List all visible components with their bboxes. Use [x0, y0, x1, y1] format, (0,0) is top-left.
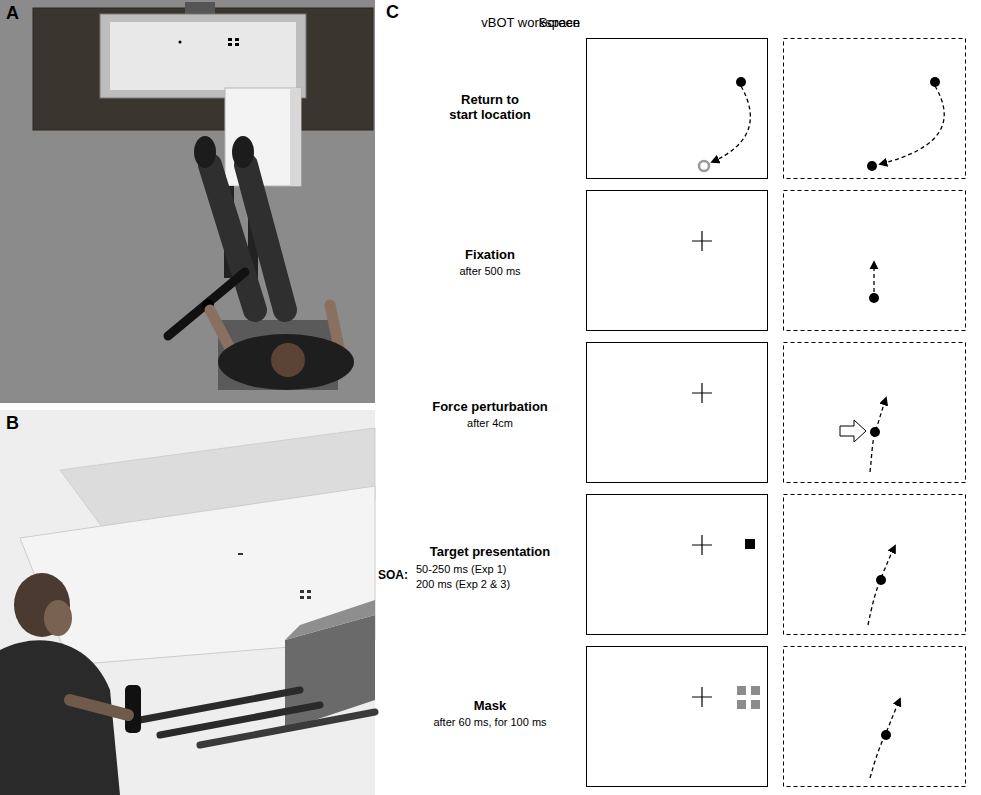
fixation-cross	[692, 231, 712, 707]
workspace-frames	[784, 495, 966, 635]
panel-b-illustration	[160, 705, 320, 735]
hand-cursor	[736, 77, 746, 87]
mask-squares	[737, 700, 746, 709]
panel-b-illustration	[300, 596, 304, 599]
step-timing: after 60 ms, for 100 ms	[433, 716, 546, 729]
panel-b-illustration	[70, 700, 128, 715]
panel-a-illustration	[168, 272, 245, 336]
step-name: Mask	[474, 699, 507, 714]
panel-a-illustration	[33, 8, 373, 130]
panel-b-illustration	[200, 712, 375, 745]
workspace-frames	[784, 191, 966, 331]
hand-position	[881, 730, 891, 740]
panel-a-illustration	[235, 43, 239, 46]
movement-path	[868, 546, 895, 625]
panel-a-illustration	[228, 43, 232, 46]
step-timing: 50-250 ms (Exp 1)	[416, 563, 506, 576]
panel-a-illustration	[0, 0, 375, 403]
panel-letter: A	[6, 3, 19, 24]
start-ring	[699, 161, 709, 171]
panel-b-illustration	[300, 590, 304, 593]
soa-label: SOA:	[378, 569, 408, 583]
panel-b-illustration	[0, 640, 120, 795]
step-name: Force perturbation	[432, 400, 548, 415]
fixation-cross	[692, 383, 712, 403]
screen-frames	[587, 647, 768, 787]
panel-a-illustration	[235, 38, 239, 41]
panel-a-illustration	[271, 343, 305, 377]
fixation-cross	[692, 231, 712, 251]
panel-a-illustration	[210, 310, 232, 352]
panel-a-illustration	[110, 22, 296, 90]
movement-path	[870, 398, 886, 472]
screen-frames	[587, 39, 768, 787]
step-name: Return to start location	[447, 93, 533, 123]
screen-frames	[587, 191, 768, 331]
step-name: Target presentation	[430, 545, 550, 560]
hand-position	[930, 77, 940, 87]
hand-position	[867, 161, 877, 171]
panel-b-illustration	[44, 600, 72, 636]
hand-position	[876, 575, 886, 585]
panel-b-illustration	[307, 596, 311, 599]
fixation-cross	[692, 687, 712, 707]
return-trajectory	[712, 86, 750, 162]
workspace-frames	[784, 647, 966, 787]
panel-b-illustration	[238, 553, 243, 555]
panel-b-illustration	[285, 600, 375, 640]
mask-squares	[751, 686, 760, 695]
panel-b-illustration	[0, 410, 375, 795]
step-name: Fixation	[465, 248, 515, 263]
panel-a-illustration	[232, 136, 254, 168]
panel-a-illustration	[246, 165, 285, 310]
panel-a-illustration	[179, 41, 182, 44]
panel-a-illustration	[290, 88, 301, 186]
movement-path	[873, 262, 874, 292]
hand-position	[870, 427, 880, 437]
workspace-frames	[784, 39, 966, 179]
force-arrow	[840, 420, 866, 442]
workspace-frames	[784, 343, 966, 483]
mask-squares	[751, 700, 760, 709]
fixation-cross	[692, 535, 712, 555]
panel-a-illustration	[0, 0, 375, 403]
workspace-frames	[784, 39, 966, 787]
panel-a-illustration	[218, 334, 354, 390]
panel-a-illustration	[228, 38, 232, 41]
step-timing: after 500 ms	[459, 265, 520, 278]
panel-b-illustration	[307, 590, 311, 593]
hand-position	[869, 293, 879, 303]
screen-frames	[587, 39, 768, 179]
step-timing: 200 ms (Exp 2 & 3)	[416, 578, 510, 591]
mask-squares	[737, 686, 760, 709]
mask-squares	[737, 686, 746, 695]
screen-frames	[587, 495, 768, 635]
return-trajectory	[880, 86, 944, 164]
column-header: vBOT workspace	[481, 16, 580, 31]
panel-a-illustration	[100, 14, 306, 98]
panel-a-illustration	[194, 136, 216, 168]
panel-letter: C	[386, 2, 399, 23]
panel-letter: B	[6, 413, 19, 434]
panel-b-illustration	[0, 410, 375, 795]
screen-frames	[587, 343, 768, 483]
return-trajectory	[712, 86, 944, 164]
step-timing: after 4cm	[467, 417, 513, 430]
movement-path	[870, 699, 900, 778]
target-square	[745, 539, 755, 549]
